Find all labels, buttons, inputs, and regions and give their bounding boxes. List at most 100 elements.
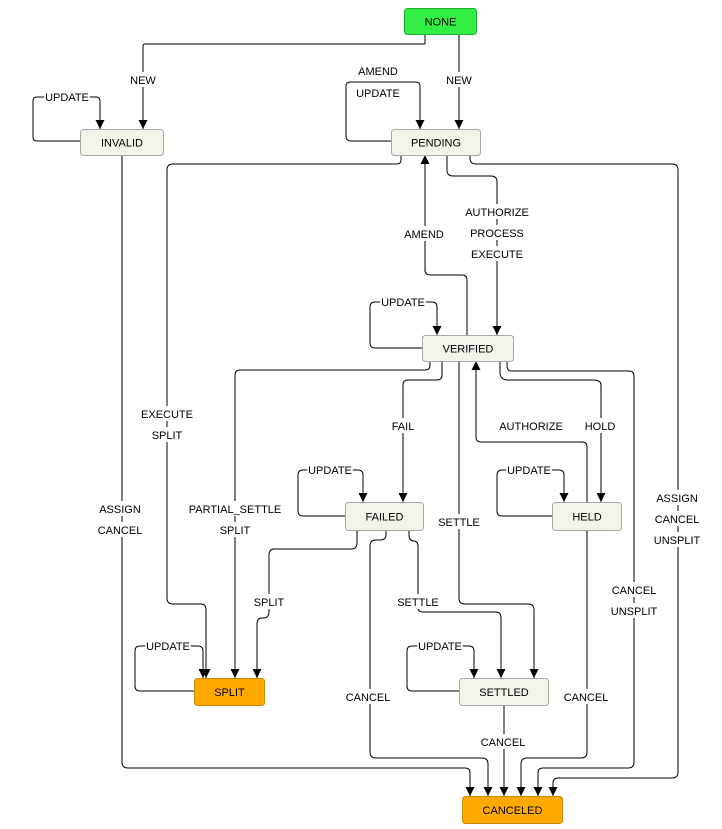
- edge-label-held-verified: AUTHORIZE: [498, 418, 564, 433]
- edge-label-bg: [130, 72, 156, 87]
- edge-pending-split: [166, 155, 402, 678]
- state-label: SETTLED: [479, 687, 529, 699]
- edge-verified-split: [230, 361, 431, 678]
- edge-label-bg: [506, 462, 552, 477]
- edge-split-self: [134, 645, 208, 692]
- edge-label-text: CANCEL: [564, 692, 609, 704]
- state-box: [459, 678, 549, 706]
- edge-label-text: SPLIT: [152, 430, 183, 442]
- edge-label-bg: [470, 225, 524, 240]
- edge-label-pending-self: AMEND UPDATE: [355, 63, 401, 100]
- edge-label-verified-held: HOLD: [583, 418, 617, 433]
- edge-label-text: AMEND: [358, 66, 398, 78]
- edge-label-bg: [650, 532, 704, 547]
- edge-label-text: UNSPLIT: [654, 535, 701, 547]
- edge-label-bg: [395, 594, 441, 609]
- state-box: [422, 335, 514, 362]
- edge-label-bg: [44, 89, 90, 104]
- edge-label-text: UPDATE: [418, 641, 462, 653]
- edge-label-text: PARTIAL_SETTLE: [189, 504, 282, 516]
- edge-label-bg: [307, 462, 353, 477]
- edge-invalid-canceled: [121, 155, 475, 796]
- edge-verified-failed: [398, 361, 443, 502]
- edge-label-bg: [654, 490, 700, 505]
- edge-label-text: EXECUTE: [471, 249, 523, 261]
- edge-label-text: NEW: [130, 75, 156, 87]
- edge-label-bg: [498, 418, 564, 433]
- edge-label-bg: [464, 204, 530, 219]
- state-node-settled: SETTLED: [459, 678, 549, 706]
- edge-label-verified-canceled: CANCEL UNSPLIT: [607, 582, 661, 618]
- state-box: [404, 8, 477, 35]
- state-node-split: SPLIT: [194, 678, 265, 706]
- edge-failed-settled: [408, 530, 506, 678]
- edge-label-verified-self: UPDATE: [380, 294, 426, 309]
- edge-label-text: FAIL: [392, 421, 415, 433]
- state-node-verified: VERIFIED: [422, 335, 514, 362]
- edge-label-bg: [563, 689, 609, 704]
- edge-label-failed-canceled: CANCEL: [345, 689, 391, 704]
- edge-label-bg: [654, 511, 700, 526]
- edge-label-held-self: UPDATE: [506, 462, 552, 477]
- edge-label-text: HOLD: [585, 421, 616, 433]
- edge-label-failed-self: UPDATE: [307, 462, 353, 477]
- edge-label-bg: [355, 85, 401, 100]
- edge-label-bg: [97, 522, 143, 537]
- edge-none-invalid: [138, 34, 426, 129]
- edge-label-bg: [404, 226, 444, 241]
- edge-label-settled-self: UPDATE: [417, 638, 463, 653]
- edge-label-text: UPDATE: [507, 465, 551, 477]
- edge-pending-canceled: [469, 155, 679, 796]
- state-box: [462, 796, 563, 824]
- edge-pending-verified: [446, 155, 502, 335]
- edge-failed-canceled: [369, 530, 493, 796]
- edge-label-failed-settled: SETTLE: [395, 594, 441, 609]
- edge-label-bg: [215, 522, 255, 537]
- state-box: [194, 678, 265, 706]
- edge-failed-split: [252, 530, 358, 678]
- edge-invalid-self: [32, 96, 105, 142]
- state-node-canceled: CANCELED: [462, 796, 563, 824]
- edge-verified-self: [369, 301, 442, 349]
- state-label: FAILED: [366, 512, 404, 524]
- edge-label-text: AMEND: [404, 229, 444, 241]
- state-node-held: HELD: [552, 502, 622, 531]
- edge-label-text: UPDATE: [356, 88, 400, 100]
- edge-verified-canceled: [506, 361, 635, 796]
- edge-label-none-pending: NEW: [446, 72, 472, 87]
- state-node-invalid: INVALID: [80, 129, 164, 156]
- edge-failed-self: [297, 469, 368, 517]
- edge-label-text: UNSPLIT: [611, 606, 658, 618]
- state-box: [552, 502, 622, 531]
- edge-held-self: [496, 469, 569, 517]
- edge-verified-pending: [420, 155, 468, 335]
- edge-label-text: CANCEL: [98, 525, 143, 537]
- edge-verified-settled: [458, 361, 539, 678]
- edge-label-bg: [436, 514, 482, 529]
- edge-label-text: UPDATE: [45, 92, 89, 104]
- state-node-none: NONE: [404, 8, 477, 35]
- edge-label-bg: [140, 406, 194, 421]
- state-node-failed: FAILED: [345, 502, 424, 531]
- edge-label-text: ASSIGN: [99, 504, 141, 516]
- edge-label-split-self: UPDATE: [145, 638, 191, 653]
- edge-label-text: ASSIGN: [656, 493, 698, 505]
- edge-label-text: CANCEL: [612, 585, 657, 597]
- edge-label-bg: [607, 603, 661, 618]
- edge-label-bg: [611, 582, 657, 597]
- edge-label-bg: [583, 418, 617, 433]
- edge-label-bg: [145, 638, 191, 653]
- edge-verified-held: [499, 361, 606, 502]
- edge-label-bg: [417, 638, 463, 653]
- edge-label-text: AUTHORIZE: [465, 207, 529, 219]
- edge-label-text: SPLIT: [254, 597, 285, 609]
- edge-label-text: SETTLE: [438, 517, 480, 529]
- edge-label-bg: [345, 689, 391, 704]
- state-label: PENDING: [411, 138, 461, 150]
- state-label: CANCELED: [483, 805, 543, 817]
